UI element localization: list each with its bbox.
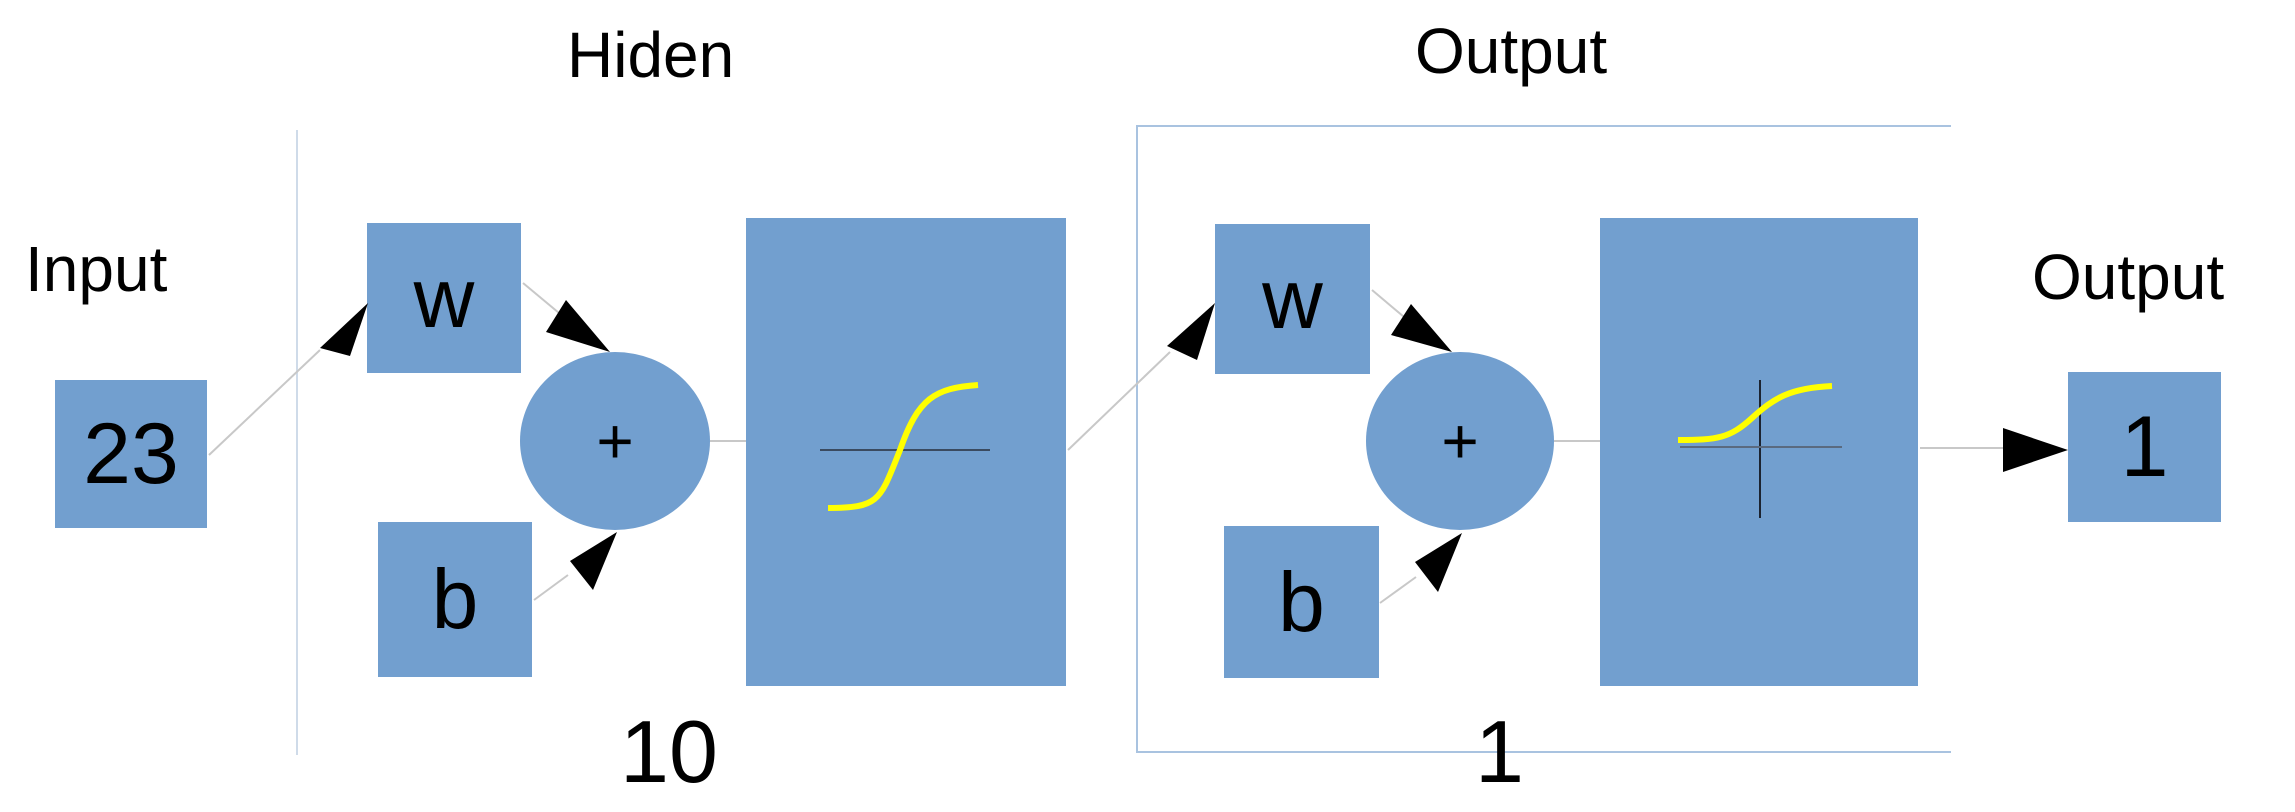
- hidden-sum-node: +: [520, 352, 710, 530]
- arrowhead-from-hidden-bias: [570, 532, 617, 590]
- output-layer-size: 1: [1475, 702, 1524, 801]
- arrowhead-from-output-bias: [1415, 533, 1462, 592]
- sigmoid-curve-icon: [820, 382, 990, 511]
- output-sum-node: +: [1366, 352, 1554, 530]
- hidden-layer-title: Hiden: [567, 19, 735, 91]
- arrowhead-to-output-weight: [1167, 303, 1215, 360]
- connector-hidden-bias-to-sum: [533, 574, 569, 601]
- connector-output-bias-to-sum: [1379, 576, 1417, 604]
- output-layer-frame: [1136, 125, 1951, 753]
- input-box: 23: [55, 380, 207, 528]
- hidden-layer-frame-line: [296, 130, 298, 755]
- arrowhead-to-output-box: [2003, 428, 2068, 472]
- arrowhead-to-output-sum: [1391, 304, 1452, 352]
- hidden-transfer-block: [746, 218, 1066, 686]
- hidden-bias-box: b: [378, 522, 532, 677]
- output-box: 1: [2068, 372, 2221, 522]
- hidden-layer-size: 10: [620, 702, 718, 801]
- output-weight-box: w: [1215, 224, 1370, 374]
- output-layer-title: Output: [1415, 15, 1608, 87]
- output-title: Output: [2032, 241, 2225, 313]
- arrowhead-to-hidden-sum: [546, 300, 610, 352]
- hidden-weight-box: w: [367, 223, 521, 373]
- output-bias-box: b: [1224, 526, 1379, 678]
- connector-input-to-hidden-weight: [208, 349, 321, 456]
- connector-hidden-weight-to-sum: [522, 282, 566, 319]
- connector-hidden-to-output-weight: [1067, 351, 1171, 451]
- input-title: Input: [25, 233, 168, 305]
- sigmoid-curve-icon: [1677, 380, 1842, 518]
- arrowhead-to-hidden-weight: [320, 303, 368, 356]
